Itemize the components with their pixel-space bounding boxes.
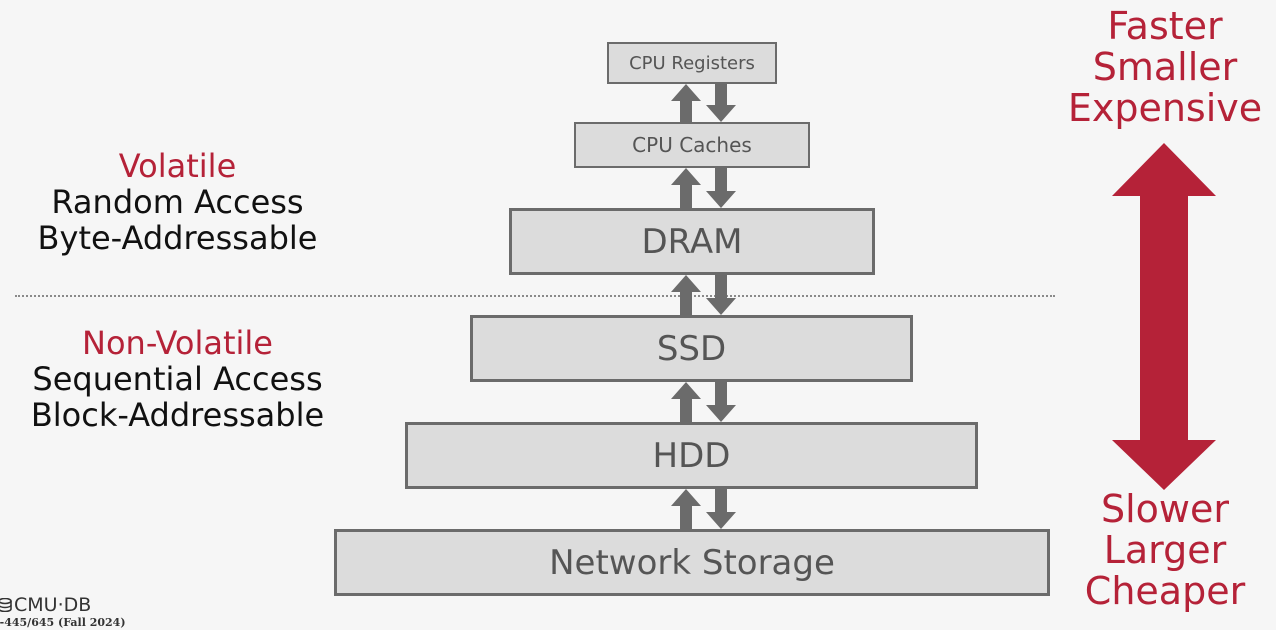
tier-label: CPU Registers — [629, 52, 755, 74]
nonvolatile-line2: Block-Addressable — [30, 396, 325, 434]
volatile-label-group: Volatile Random Access Byte-Addressable — [20, 148, 335, 256]
down-arrow-icon — [706, 489, 736, 529]
top-label-faster: Faster — [1107, 4, 1223, 48]
volatility-divider — [15, 295, 1055, 297]
tier-hdd: HDD — [405, 422, 978, 489]
up-arrow-icon — [671, 84, 701, 122]
tier-label: Network Storage — [549, 542, 835, 583]
database-icon — [0, 598, 12, 612]
bottom-label-larger: Larger — [1103, 528, 1227, 572]
nonvolatile-line1: Sequential Access — [32, 360, 323, 398]
nonvolatile-label-group: Non-Volatile Sequential Access Block-Add… — [15, 325, 340, 433]
arrow-pair-registers-caches — [671, 84, 736, 122]
down-arrow-icon — [706, 382, 736, 422]
volatile-title: Volatile — [118, 147, 237, 185]
down-arrow-icon — [706, 84, 736, 122]
tier-cpu-registers: CPU Registers — [607, 42, 777, 84]
logo-text: CMU·DB — [14, 594, 92, 616]
footer-logo: CMU·DB 5-445/645 (Fall 2024) — [0, 594, 140, 630]
volatile-line2: Byte-Addressable — [37, 219, 318, 257]
nonvolatile-title: Non-Volatile — [82, 324, 273, 362]
tier-label: HDD — [652, 435, 731, 476]
bottom-tradeoff-labels: Slower Larger Cheaper — [1060, 489, 1270, 612]
bottom-label-cheaper: Cheaper — [1084, 569, 1246, 613]
tier-ssd: SSD — [470, 315, 913, 382]
tier-label: SSD — [656, 328, 727, 369]
tier-label: DRAM — [641, 221, 743, 262]
tier-cpu-caches: CPU Caches — [574, 122, 810, 168]
top-tradeoff-labels: Faster Smaller Expensive — [1060, 6, 1270, 129]
tier-network-storage: Network Storage — [334, 529, 1050, 596]
up-arrow-icon — [671, 489, 701, 529]
double-headed-arrow-icon — [1112, 143, 1216, 490]
volatile-line1: Random Access — [51, 183, 304, 221]
tier-label: CPU Caches — [632, 133, 752, 157]
top-label-smaller: Smaller — [1092, 45, 1238, 89]
arrow-pair-caches-dram — [671, 168, 736, 208]
arrow-pair-ssd-hdd — [671, 382, 736, 422]
course-text: 5-445/645 (Fall 2024) — [0, 616, 126, 629]
up-arrow-icon — [671, 382, 701, 422]
bottom-label-slower: Slower — [1100, 487, 1229, 531]
top-label-expensive: Expensive — [1067, 86, 1263, 130]
arrow-pair-hdd-network — [671, 489, 736, 529]
tier-dram: DRAM — [509, 208, 875, 275]
up-arrow-icon — [671, 168, 701, 208]
down-arrow-icon — [706, 168, 736, 208]
